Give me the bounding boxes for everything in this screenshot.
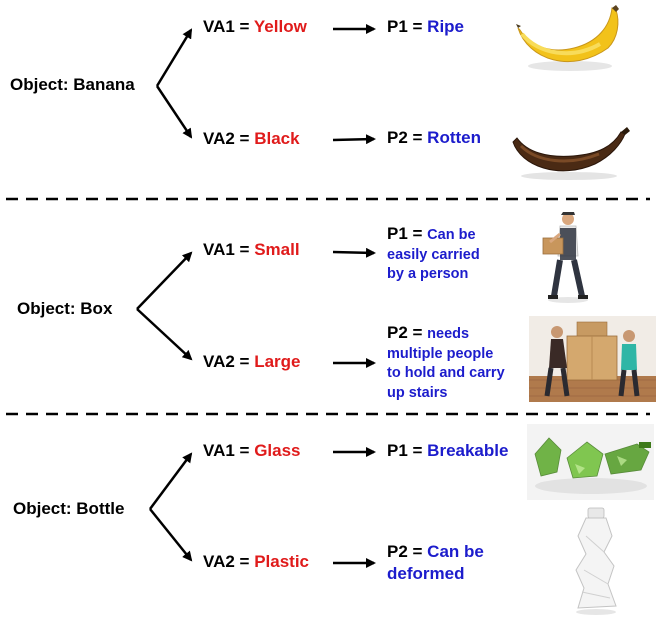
rotten-banana-image (512, 127, 630, 180)
p1-box: P1 = Can be easily carried by a person (387, 224, 480, 282)
arrow-box-p1 (332, 247, 376, 258)
va1-box: VA1 = Small (203, 240, 300, 259)
crushed-plastic-bottle-image (575, 507, 617, 615)
arrow-banana-p2 (332, 134, 376, 145)
branch-bottle-va2 (149, 508, 193, 562)
p1-banana: P1 = Ripe (387, 17, 465, 36)
object-label-banana: Object: Banana (10, 75, 135, 94)
p1-bottle: P1 = Breakable (387, 441, 509, 460)
va1-banana: VA1 = Yellow (203, 17, 307, 36)
branch-box-va2 (136, 308, 193, 361)
p2-banana: P2 = Rotten (387, 128, 481, 147)
person-carrying-small-box-image (542, 212, 588, 303)
two-people-carrying-large-box-image (529, 316, 656, 402)
broken-glass-bottle-image (527, 424, 654, 500)
va2-box: VA2 = Large (203, 352, 301, 371)
object-label-box: Object: Box (17, 299, 113, 318)
branch-banana-va1 (155, 28, 193, 87)
va2-bottle: VA2 = Plastic (203, 552, 309, 571)
branch-box-va1 (136, 251, 193, 310)
branch-bottle-va1 (148, 452, 193, 510)
yellow-banana-image (516, 5, 619, 71)
p2-bottle: P2 = Can be deformed (387, 542, 484, 583)
va1-bottle: VA1 = Glass (203, 441, 301, 460)
va2-banana: VA2 = Black (203, 129, 300, 148)
object-label-bottle: Object: Bottle (13, 499, 125, 518)
branch-banana-va2 (155, 85, 193, 139)
p2-box: P2 = needs multiple people to hold and c… (387, 323, 505, 401)
